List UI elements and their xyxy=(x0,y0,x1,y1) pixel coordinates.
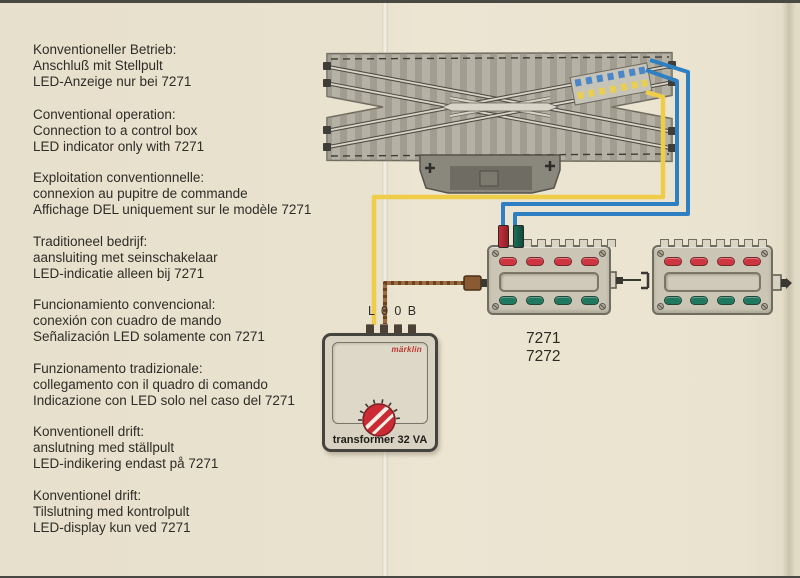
transformer-label: transformer 32 VA xyxy=(332,434,428,446)
part-number-7271: 7271 xyxy=(526,330,561,347)
screw-icon xyxy=(599,250,606,257)
control-box-extension xyxy=(652,239,773,315)
double-slip-switch-track xyxy=(323,51,676,194)
red-wire-plug xyxy=(498,225,509,248)
transformer-terminal-labels: L 0 0 B xyxy=(368,304,418,318)
knob-tick-marks xyxy=(358,399,400,421)
instruction-line: Konventioneller Betrieb: xyxy=(33,42,177,57)
instruction-line: Funzionamento tradizionale: xyxy=(33,361,203,376)
instruction-line: anslutning med ställpult xyxy=(33,440,175,455)
red-button-row xyxy=(664,257,761,266)
red-button xyxy=(499,257,517,266)
transformer-terminals xyxy=(366,324,416,334)
instruction-block-german: Konventioneller Betrieb: Anschluß mit St… xyxy=(33,42,343,90)
instruction-line: LED-display kun ved 7271 xyxy=(33,520,191,535)
track-edge-dashed-top xyxy=(330,56,670,60)
instruction-line: collegamento con il quadro di comando xyxy=(33,377,268,392)
knob-dial xyxy=(362,403,396,437)
green-button xyxy=(553,296,572,305)
brown-wire-plug xyxy=(463,275,487,291)
part-number-7272: 7272 xyxy=(526,348,561,365)
red-button xyxy=(690,257,709,266)
switch-motor-housing xyxy=(419,154,561,194)
control-box-7271 xyxy=(487,225,616,315)
red-button xyxy=(553,257,572,266)
screw-icon xyxy=(761,303,768,310)
red-button xyxy=(742,257,761,266)
instruction-line: Connection to a control box xyxy=(33,123,198,138)
green-button xyxy=(742,296,761,305)
scan-edge-bottom xyxy=(0,576,800,578)
knob-stripes xyxy=(364,405,394,435)
instruction-line: LED-indicatie alleen bij 7271 xyxy=(33,266,205,281)
terminal-0a xyxy=(380,324,388,334)
control-box-tabs xyxy=(660,239,767,247)
instruction-line: Señalización LED solamente con 7271 xyxy=(33,329,265,344)
red-button xyxy=(580,257,599,266)
green-wire-plug xyxy=(513,225,524,248)
green-button xyxy=(499,296,517,305)
instruction-line: Traditioneel bedrijf: xyxy=(33,234,148,249)
control-box-center-panel xyxy=(499,272,599,292)
control-box-center-panel xyxy=(664,272,761,292)
instruction-line: aansluiting met seinschakelaar xyxy=(33,250,218,265)
red-button xyxy=(664,257,682,266)
screw-icon xyxy=(761,250,768,257)
instruction-block-danish: Konventionel drift: Tilslutning med kont… xyxy=(33,488,343,536)
instruction-line: connexion au pupitre de commande xyxy=(33,186,248,201)
scan-edge-top xyxy=(0,0,800,3)
screw-icon xyxy=(657,250,664,257)
instruction-line: LED-indikering endast på 7271 xyxy=(33,456,219,471)
control-box-tabs xyxy=(523,239,616,247)
green-button-row xyxy=(499,296,599,305)
green-button xyxy=(664,296,682,305)
terminal-L xyxy=(366,324,374,334)
terminal-B xyxy=(408,324,416,334)
screw-icon xyxy=(599,303,606,310)
red-button xyxy=(716,257,735,266)
terminal-0b xyxy=(394,324,402,334)
transformer: märklin transformer 32 VA xyxy=(322,333,438,452)
green-button xyxy=(716,296,735,305)
green-button xyxy=(580,296,599,305)
instruction-block-english: Conventional operation: Connection to a … xyxy=(33,107,343,155)
instruction-line: Funcionamiento convencional: xyxy=(33,297,216,312)
instruction-line: Tilslutning med kontrolpult xyxy=(33,504,190,519)
instruction-block-french: Exploitation conventionnelle: connexion … xyxy=(33,170,343,218)
instruction-block-italian: Funzionamento tradizionale: collegamento… xyxy=(33,361,343,409)
instruction-block-spanish: Funcionamiento convencional: conexión co… xyxy=(33,297,343,345)
instruction-line: Konventionell drift: xyxy=(33,424,145,439)
green-button xyxy=(690,296,709,305)
instruction-line: conexión con cuadro de mando xyxy=(33,313,222,328)
screw-icon xyxy=(657,303,664,310)
instruction-block-swedish: Konventionell drift: anslutning med stäl… xyxy=(33,424,343,472)
green-button-row xyxy=(664,296,761,305)
instruction-line: LED indicator only with 7271 xyxy=(33,139,205,154)
page-right-crease xyxy=(782,0,796,578)
instruction-line: Konventionel drift: xyxy=(33,488,142,503)
instruction-line: Affichage DEL uniquement sur le modèle 7… xyxy=(33,202,312,217)
instruction-line: Indicazione con LED solo nel caso del 72… xyxy=(33,393,295,408)
instruction-line: Anschluß mit Stellpult xyxy=(33,58,163,73)
control-box-part-numbers: 7271 7272 xyxy=(526,330,560,366)
instruction-line: LED-Anzeige nur bei 7271 xyxy=(33,74,192,89)
screw-icon xyxy=(492,250,499,257)
instruction-block-dutch: Traditioneel bedrijf: aansluiting met se… xyxy=(33,234,343,282)
instruction-line: Conventional operation: xyxy=(33,107,176,122)
red-button-row xyxy=(499,257,599,266)
instruction-line: Exploitation conventionnelle: xyxy=(33,170,205,185)
speed-knob xyxy=(358,399,400,437)
green-button xyxy=(526,296,545,305)
marklin-logo: märklin xyxy=(391,345,422,354)
red-button xyxy=(526,257,545,266)
screw-icon xyxy=(492,303,499,310)
